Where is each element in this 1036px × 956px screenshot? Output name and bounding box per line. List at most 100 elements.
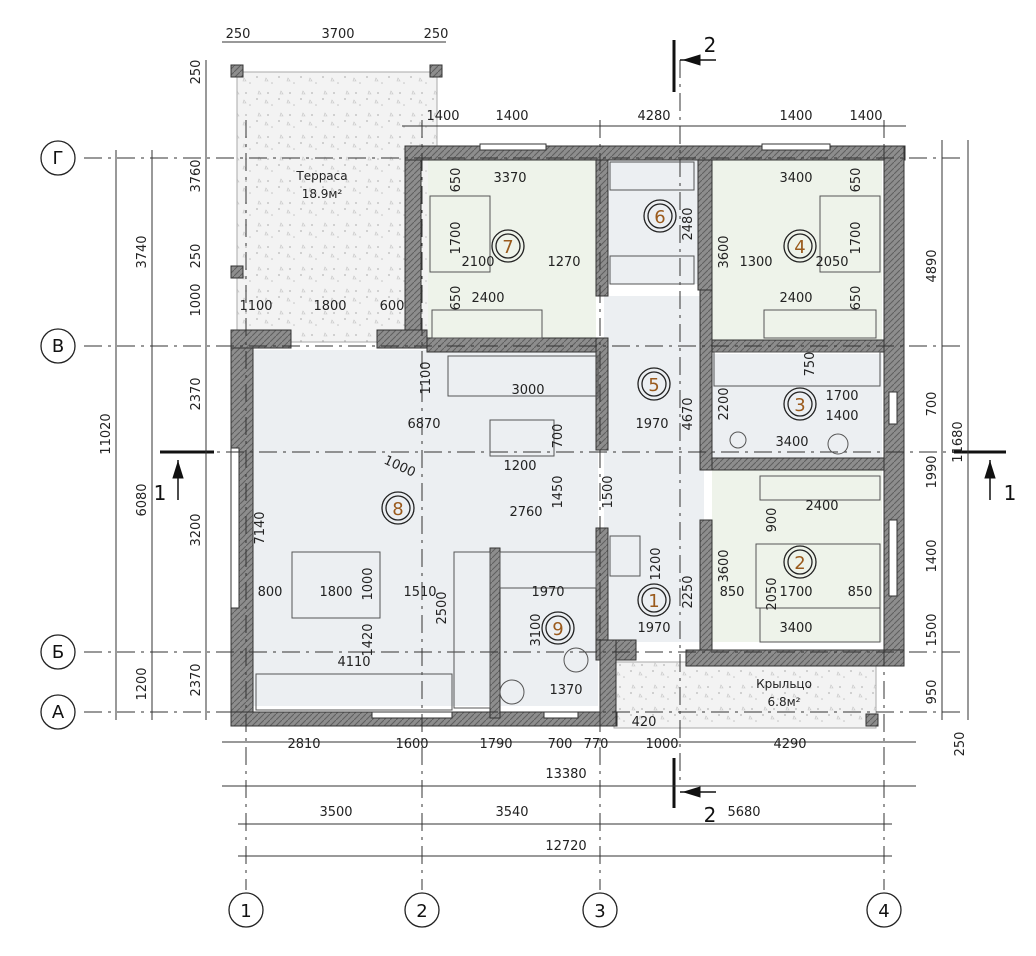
dim-text: 1700 (849, 221, 864, 254)
dim-text: 1300 (739, 255, 772, 270)
dim-text: 650 (849, 168, 864, 193)
dim-text: 800 (258, 585, 283, 600)
dim-text: 4280 (637, 109, 670, 124)
furniture (255, 161, 881, 711)
dim-text: 2760 (509, 505, 542, 520)
dim-text: 600 (380, 299, 405, 314)
dim-text: 2370 (189, 377, 204, 410)
section-label-right: 1 (1004, 481, 1017, 505)
dim-text: 2050 (815, 255, 848, 270)
dim-text: 11680 (951, 421, 966, 462)
columns (230, 64, 879, 727)
dim-text: 1970 (531, 585, 564, 600)
axis-label-a: А (52, 702, 65, 723)
room-number-bubbles (381, 199, 817, 645)
dim-text: 770 (584, 737, 609, 752)
dim-text: 2200 (717, 387, 732, 420)
dim-text: 750 (803, 352, 818, 377)
dim-text: 1200 (135, 667, 150, 700)
dim-text: 1600 (395, 737, 428, 752)
dim-text: 3400 (779, 621, 812, 636)
dim-text: 13380 (545, 767, 586, 782)
dim-text: 1700 (779, 585, 812, 600)
dim-text: 1700 (825, 389, 858, 404)
dim-text: 1510 (403, 585, 436, 600)
section-label-left: 1 (154, 481, 167, 505)
porch-area-value: 6.8м² (768, 695, 801, 709)
dim-text: 2480 (681, 207, 696, 240)
dim-text: 1200 (503, 459, 536, 474)
dim-text: 12720 (545, 839, 586, 854)
dim-text: 1500 (925, 613, 940, 646)
room-number-4: 4 (794, 237, 805, 258)
dim-text: 1450 (551, 475, 566, 508)
axis-label-1: 1 (240, 901, 251, 922)
room-number-1: 1 (648, 591, 659, 612)
dim-text: 1800 (313, 299, 346, 314)
dim-text: 1000 (189, 283, 204, 316)
dim-text: 3600 (717, 549, 732, 582)
axis-label-4: 4 (878, 901, 889, 922)
dim-text: 3400 (775, 435, 808, 450)
dim-text: 3000 (511, 383, 544, 398)
dim-text: 250 (424, 27, 449, 42)
dim-text: 1800 (319, 585, 352, 600)
terrace-label: Терраса (295, 169, 347, 183)
dim-text: 2400 (779, 291, 812, 306)
porch-area (613, 661, 877, 729)
dim-text: 2400 (471, 291, 504, 306)
dim-text: 3700 (321, 27, 354, 42)
room-floors (253, 160, 882, 706)
dim-text: 2500 (435, 591, 450, 624)
windows (230, 143, 898, 719)
dim-text: 4110 (337, 655, 370, 670)
dim-text: 1100 (419, 361, 434, 394)
dim-text: 1400 (495, 109, 528, 124)
dim-text: 850 (720, 585, 745, 600)
dim-text: 1970 (635, 417, 668, 432)
dim-text: 250 (226, 27, 251, 42)
axis-label-2: 2 (416, 901, 427, 922)
dim-text: 3600 (717, 235, 732, 268)
axis-label-3: 3 (594, 901, 605, 922)
dim-text: 5680 (727, 805, 760, 820)
dim-text: 1000 (361, 567, 376, 600)
dim-text: 3540 (495, 805, 528, 820)
room-number-2: 2 (794, 553, 805, 574)
dim-text: 900 (765, 508, 780, 533)
dim-text: 3400 (779, 171, 812, 186)
dim-text: 3200 (189, 513, 204, 546)
dim-text: 2370 (189, 663, 204, 696)
dim-text: 4290 (773, 737, 806, 752)
terrace-area-value: 18.9м² (302, 187, 343, 201)
dim-text: 11020 (99, 413, 114, 454)
dim-text: 3370 (493, 171, 526, 186)
axis-label-g: Г (53, 148, 64, 169)
axis-lines (84, 60, 960, 890)
terrace-area (236, 71, 438, 343)
dim-text: 1270 (547, 255, 580, 270)
room-number-9: 9 (552, 619, 563, 640)
dim-text: 3100 (529, 613, 544, 646)
dim-text: 2050 (765, 577, 780, 610)
dim-text: 1370 (549, 683, 582, 698)
room-number-5: 5 (648, 375, 659, 396)
dim-text: 1400 (849, 109, 882, 124)
room-number-3: 3 (794, 395, 805, 416)
dim-text: 700 (925, 392, 940, 417)
section-label-top: 2 (704, 33, 717, 57)
dim-text: 1420 (361, 623, 376, 656)
dim-text: 250 (189, 60, 204, 85)
dim-text: 700 (551, 424, 566, 449)
dim-text: 1000 (645, 737, 678, 752)
porch-label: Крыльцо (756, 677, 812, 691)
dim-text: 250 (953, 732, 968, 757)
dim-text: 3740 (135, 235, 150, 268)
dim-text: 3760 (189, 159, 204, 192)
dim-text: 1990 (925, 455, 940, 488)
dim-text: 3500 (319, 805, 352, 820)
dim-text: 950 (925, 680, 940, 705)
dimension-lines (115, 41, 969, 857)
dim-text: 650 (449, 286, 464, 311)
